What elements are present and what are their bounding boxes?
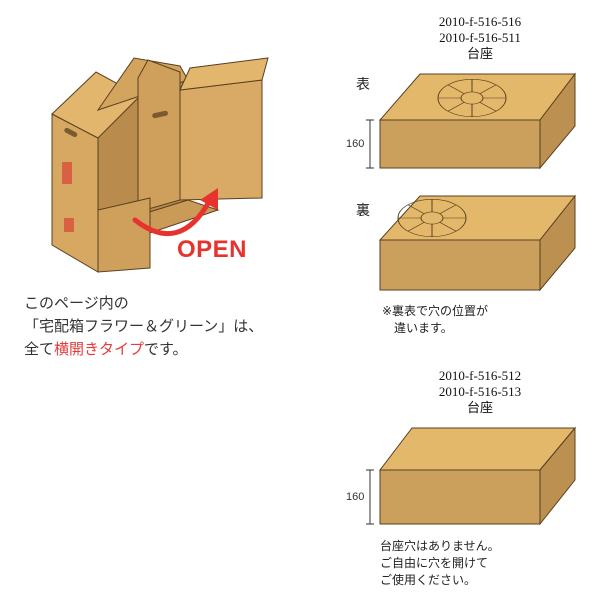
box-front-lower	[97, 197, 151, 273]
description: このページ内の 「宅配箱フラワー＆グリーン」は、 全て横開きタイプです。	[24, 292, 263, 361]
top-base-note: ※裏表で穴の位置が 違います。	[382, 303, 488, 337]
front-side-label: 表	[356, 77, 370, 93]
top-note-line-2: 違います。	[394, 321, 453, 335]
base-front-face	[379, 119, 541, 169]
back-side-label: 裏	[356, 203, 370, 219]
bottom-base-note: 台座穴はありません。 ご自由に穴を開けて ご使用ください。	[380, 538, 500, 589]
top-height-label: 160	[346, 138, 365, 150]
top-code-2: 2010-f-516-511	[439, 30, 521, 45]
box-open-door	[179, 79, 263, 201]
description-line-3: 全て横開きタイプです。	[24, 340, 188, 358]
box-left-side	[51, 113, 99, 273]
base-front-illustration	[366, 72, 577, 170]
bottom-code-2: 2010-f-516-513	[438, 384, 522, 399]
base-side-face	[539, 72, 576, 170]
open-label: OPEN	[177, 236, 248, 263]
open-arrow-icon	[132, 197, 213, 237]
top-caption: 台座	[466, 46, 493, 61]
base-back-illustration	[378, 194, 577, 292]
box-door-top-flap	[179, 57, 269, 91]
bottom-note-line-2: ご自由に穴を開けて	[380, 556, 489, 570]
open-box-illustration	[51, 57, 269, 273]
vent-hole-icon	[437, 79, 507, 117]
bottom-note-line-3: ご使用ください。	[380, 573, 477, 587]
highlight-text: 横開きタイプ	[54, 340, 145, 358]
vent-hole-icon	[397, 199, 467, 237]
bottom-caption: 台座	[466, 400, 493, 415]
top-note-line-1: ※裏表で穴の位置が	[382, 304, 489, 318]
bottom-note-line-1: 台座穴はありません。	[380, 539, 500, 553]
top-base-codes: 2010-f-516-516 2010-f-516-511 台座	[420, 14, 540, 62]
box-fold-panel	[137, 59, 181, 213]
bottom-base-codes: 2010-f-516-512 2010-f-516-513 台座	[420, 368, 540, 416]
description-line-2: 「宅配箱フラワー＆グリーン」は、	[24, 317, 264, 335]
bottom-height-label: 160	[346, 491, 365, 503]
bottom-code-1: 2010-f-516-512	[438, 368, 522, 383]
description-line-1: このページ内の	[24, 294, 129, 312]
top-code-1: 2010-f-516-516	[438, 14, 522, 29]
plain-base-illustration	[366, 426, 577, 526]
